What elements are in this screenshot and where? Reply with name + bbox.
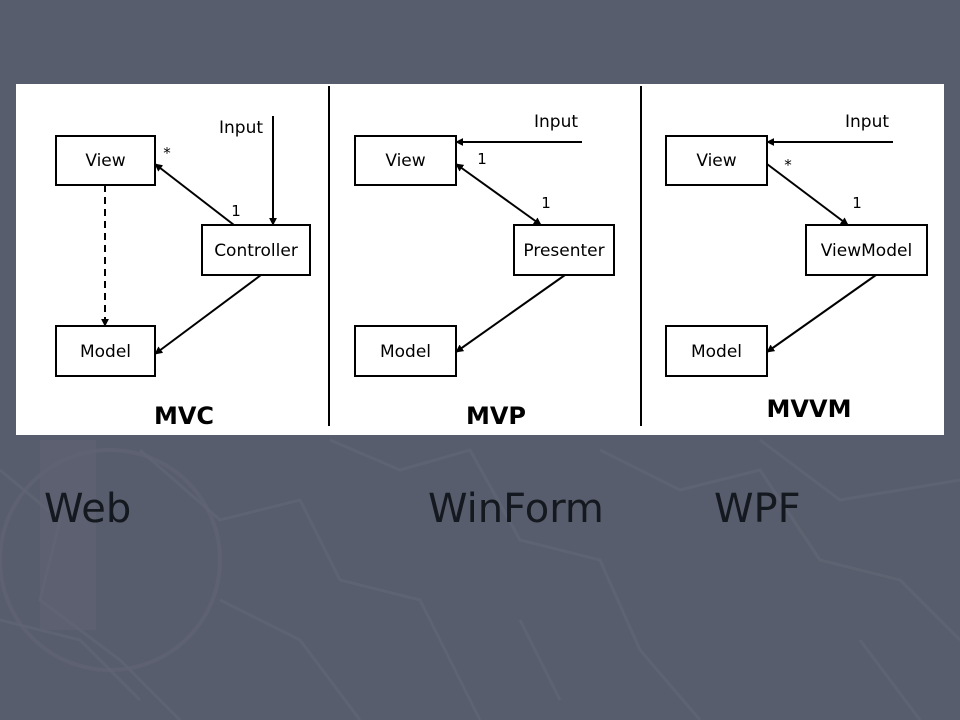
mvp-view-multiplicity: 1: [477, 150, 487, 168]
mvp-view-presenter-arrow: [455, 163, 542, 226]
mvc-view-multiplicity: *: [163, 144, 171, 162]
mvvm-viewmodel-multiplicity: 1: [852, 194, 862, 212]
mvc-model-box: [55, 325, 156, 377]
mvvm-view-multiplicity: *: [784, 156, 792, 174]
mvc-model-label: Model: [80, 342, 131, 362]
mvc-controller-multiplicity: 1: [231, 202, 241, 220]
mvp-view-box: [354, 135, 457, 186]
mvvm-input-label: Input: [845, 112, 889, 132]
mvp-presenter-box: [513, 224, 615, 276]
mvp-input-label: Input: [534, 112, 578, 132]
mvp-diagram: View Presenter Model Input 1 1 MVP: [354, 112, 615, 430]
mvc-view-label: View: [85, 151, 125, 171]
mvp-model-label: Model: [380, 342, 431, 362]
mvvm-model-label: Model: [691, 342, 742, 362]
mvc-diagram: View Controller Model Input * 1 MVC: [55, 116, 311, 430]
mvp-presenter-multiplicity: 1: [541, 194, 551, 212]
mvp-presenter-model-arrow: [455, 274, 566, 353]
diagram-panel: View Controller Model Input * 1 MVC View…: [16, 84, 944, 435]
mvvm-viewmodel-label: ViewModel: [821, 241, 912, 261]
mvvm-viewmodel-model-arrow: [766, 274, 877, 353]
mvvm-diagram: View ViewModel Model Input * 1 MVVM: [665, 112, 928, 423]
mvvm-view-label: View: [696, 151, 736, 171]
mvvm-viewmodel-box: [805, 224, 928, 276]
mvc-view-box: [55, 135, 156, 186]
mvc-input-label: Input: [219, 118, 263, 138]
mvc-title: MVC: [154, 402, 214, 430]
mvp-presenter-label: Presenter: [523, 241, 604, 261]
mvvm-model-box: [665, 325, 768, 377]
mvc-controller-model-arrow: [154, 274, 262, 355]
mvp-model-box: [354, 325, 457, 377]
mvvm-title: MVVM: [767, 395, 852, 423]
mvp-title: MVP: [466, 402, 526, 430]
mvc-controller-view-arrow: [154, 163, 235, 226]
platform-label-winform: WinForm: [428, 486, 604, 532]
mvvm-view-box: [665, 135, 768, 186]
mvc-controller-box: [201, 224, 311, 276]
platform-label-wpf: WPF: [714, 486, 801, 532]
mvvm-view-viewmodel-arrow: [766, 163, 849, 226]
mvp-view-label: View: [385, 151, 425, 171]
mvc-controller-label: Controller: [214, 241, 298, 261]
platform-label-web: Web: [44, 486, 132, 532]
patterns-diagram: View Controller Model Input * 1 MVC View…: [55, 86, 928, 430]
